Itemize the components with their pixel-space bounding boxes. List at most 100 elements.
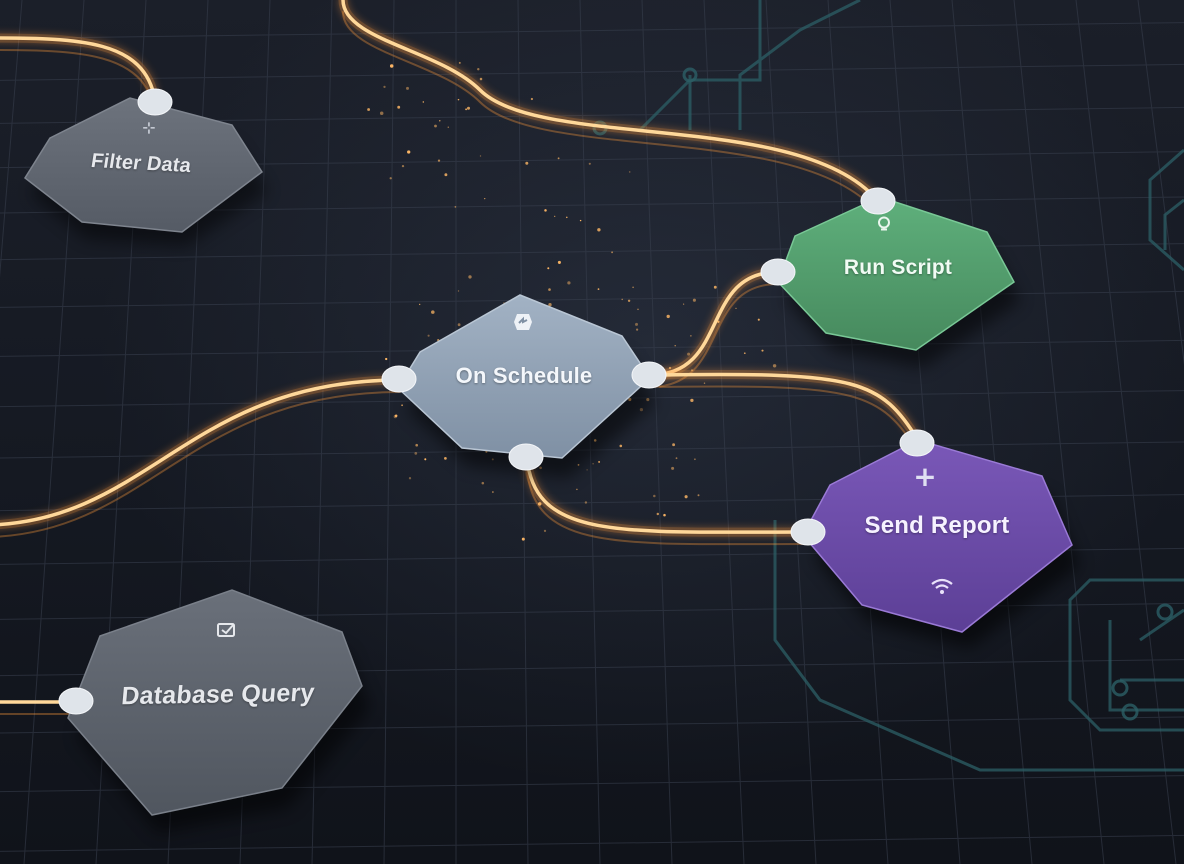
node-send-report[interactable]: [802, 439, 1080, 648]
node-on-schedule[interactable]: [397, 294, 656, 478]
port-on-schedule-output[interactable]: [631, 361, 667, 389]
spark-particle: [424, 458, 427, 461]
port-send-report-top[interactable]: [899, 429, 935, 457]
spark-particle: [598, 460, 601, 463]
spark-particle: [592, 463, 594, 465]
port-database-query-input[interactable]: [58, 687, 94, 715]
spark-particle: [557, 260, 561, 264]
spark-particle: [672, 443, 676, 447]
wire-reflection: [649, 283, 779, 388]
grid-line-vertical: [1075, 0, 1177, 864]
spark-particle: [444, 173, 448, 177]
spark-particle: [431, 310, 435, 314]
spark-particle: [439, 120, 441, 122]
spark-particle: [457, 323, 461, 327]
spark-particle: [761, 349, 764, 352]
spark-particle: [389, 64, 394, 68]
grid-line-vertical: [827, 0, 889, 864]
spark-particle: [557, 157, 560, 160]
wire-schedule-to-send-left: [525, 456, 810, 534]
grid-line-vertical: [0, 0, 23, 278]
spark-particle: [697, 494, 700, 497]
port-send-report-input[interactable]: [790, 518, 826, 546]
wire-schedule-to-send-top: [658, 372, 920, 442]
spark-particle: [547, 267, 550, 270]
spark-particle: [521, 537, 525, 541]
spark-particle: [663, 513, 666, 517]
port-on-schedule-input[interactable]: [381, 365, 417, 393]
spark-particle: [675, 457, 678, 460]
grid-line-vertical: [703, 0, 745, 864]
spark-particle: [597, 228, 601, 232]
spark-particle: [757, 318, 760, 321]
spark-particle: [401, 164, 405, 168]
grid-line-horizontal: [0, 22, 1184, 40]
spark-particle: [666, 314, 670, 319]
spark-particle: [543, 529, 547, 533]
spark-particle: [427, 334, 430, 337]
spark-particle: [481, 481, 485, 485]
spark-particle: [525, 161, 529, 165]
spark-particle: [414, 452, 418, 455]
spark-particle: [611, 251, 614, 254]
spark-particle: [437, 159, 441, 162]
spark-particle: [692, 298, 696, 302]
spark-particle: [735, 307, 737, 310]
spark-particle: [406, 86, 409, 90]
spark-particle: [422, 101, 424, 103]
spark-particle: [394, 414, 398, 418]
spark-particle: [684, 495, 688, 499]
port-filter-data-input[interactable]: [137, 88, 173, 116]
wire-left-to-schedule: [0, 378, 402, 527]
grid-line-horizontal: [0, 243, 1184, 261]
spark-particle: [447, 126, 450, 129]
wire-top-to-run: [341, 0, 879, 202]
spark-particle: [479, 77, 483, 81]
spark-particle: [367, 108, 371, 111]
node-ports: [58, 88, 935, 715]
spark-particle: [772, 364, 777, 368]
node-run-script[interactable]: [777, 196, 1020, 368]
node-database-query[interactable]: [67, 589, 370, 833]
spark-particle: [458, 61, 461, 64]
spark-particle: [632, 286, 634, 289]
grid-line-vertical: [383, 0, 395, 864]
grid-line-vertical: [1137, 0, 1184, 366]
spark-particle: [379, 111, 384, 116]
spark-particle: [627, 299, 631, 302]
grid-line-horizontal: [0, 834, 1184, 852]
wire-reflection: [659, 385, 919, 453]
spark-particle: [619, 444, 623, 448]
spark-particle: [530, 97, 534, 101]
spark-particle: [683, 303, 685, 305]
spark-particle: [588, 162, 591, 165]
spark-particle: [636, 328, 639, 331]
wire-reflection: [342, 11, 878, 213]
port-on-schedule-bottom[interactable]: [508, 443, 544, 471]
node-body: [397, 294, 651, 459]
grid-line-horizontal: [0, 63, 1184, 81]
spark-particle: [690, 335, 692, 337]
circuit-traces: [638, 0, 1184, 772]
spark-particle: [548, 288, 551, 291]
spark-particle: [401, 404, 403, 407]
spark-particle: [713, 285, 717, 289]
spark-particle: [628, 171, 631, 173]
spark-particle: [668, 366, 672, 370]
node-body: [802, 439, 1073, 633]
spark-particle: [656, 512, 660, 516]
spark-particle: [389, 177, 392, 180]
spark-particle: [703, 382, 706, 384]
spark-particle: [385, 357, 388, 361]
spark-particle: [717, 320, 720, 323]
spark-particle: [586, 469, 588, 471]
port-run-script-top[interactable]: [860, 187, 896, 215]
spark-particle: [544, 209, 547, 212]
port-run-script-input[interactable]: [760, 258, 796, 286]
node-filter-data[interactable]: [24, 97, 268, 246]
node-body: [67, 589, 363, 816]
spark-particle: [653, 494, 656, 498]
spark-particle: [597, 288, 600, 290]
